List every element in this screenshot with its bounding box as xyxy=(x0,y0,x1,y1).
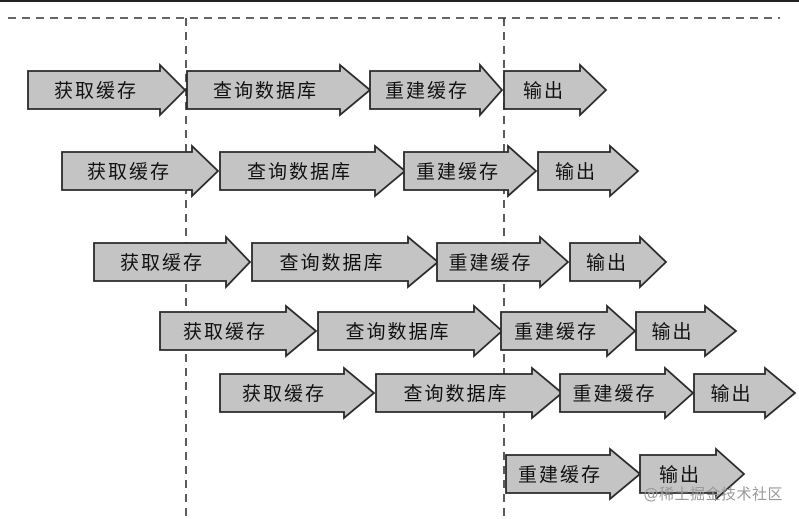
step-arrow xyxy=(500,303,637,359)
step-label: 获取缓存 xyxy=(183,321,267,343)
step-label: 获取缓存 xyxy=(54,80,138,102)
step-arrow xyxy=(27,62,187,118)
step-label: 输出 xyxy=(586,252,628,274)
step-arrow xyxy=(693,366,797,420)
step-arrow xyxy=(317,303,504,359)
step-label: 获取缓存 xyxy=(120,252,204,274)
step-label: 重建缓存 xyxy=(448,252,532,274)
step-arrow xyxy=(251,235,440,289)
step-label: 查询数据库 xyxy=(403,383,508,405)
step-arrow xyxy=(369,62,504,118)
step-label: 重建缓存 xyxy=(572,383,656,405)
step-label: 重建缓存 xyxy=(518,464,602,486)
arrow-row-5: 获取缓存 查询数据库 重建缓存 输出 xyxy=(219,365,797,421)
step-arrow xyxy=(503,62,608,118)
step-label: 获取缓存 xyxy=(87,161,171,183)
step-label: 重建缓存 xyxy=(514,321,598,343)
step-arrow xyxy=(186,63,372,117)
step-arrow xyxy=(537,143,640,199)
step-label: 输出 xyxy=(523,80,565,102)
step-label: 获取缓存 xyxy=(242,383,326,405)
arrow-row-6: 重建缓存 输出 xyxy=(505,446,746,502)
step-arrow xyxy=(219,144,407,198)
step-arrow xyxy=(559,365,695,421)
top-border xyxy=(0,0,799,2)
step-label: 输出 xyxy=(659,464,701,486)
step-label: 输出 xyxy=(651,321,693,343)
step-arrow xyxy=(635,304,738,358)
step-arrow xyxy=(159,304,318,358)
step-arrow xyxy=(219,366,376,420)
step-label: 输出 xyxy=(555,161,597,183)
watermark-text: @稀土掘金技术社区 xyxy=(643,485,783,503)
arrow-row-2: 获取缓存 查询数据库 重建缓存 输出 xyxy=(61,143,640,199)
step-label: 重建缓存 xyxy=(416,161,500,183)
step-arrow xyxy=(639,446,746,502)
step-label: 重建缓存 xyxy=(385,80,469,102)
step-arrow xyxy=(436,234,570,290)
step-label: 查询数据库 xyxy=(247,161,352,183)
arrow-row-3: 获取缓存 查询数据库 重建缓存 输出 xyxy=(93,234,668,290)
arrow-row-4: 获取缓存 查询数据库 重建缓存 输出 xyxy=(159,303,738,359)
arrow-row-1: 获取缓存 查询数据库 重建缓存 输出 xyxy=(27,62,608,118)
step-label: 查询数据库 xyxy=(213,80,318,102)
step-arrow xyxy=(569,234,668,290)
step-arrow xyxy=(403,143,538,199)
step-label: 查询数据库 xyxy=(279,252,384,274)
step-arrow xyxy=(93,234,252,290)
step-arrow xyxy=(375,366,564,420)
step-arrow xyxy=(61,143,220,199)
step-label: 输出 xyxy=(710,383,752,405)
step-arrow xyxy=(505,447,642,501)
step-label: 查询数据库 xyxy=(345,321,450,343)
